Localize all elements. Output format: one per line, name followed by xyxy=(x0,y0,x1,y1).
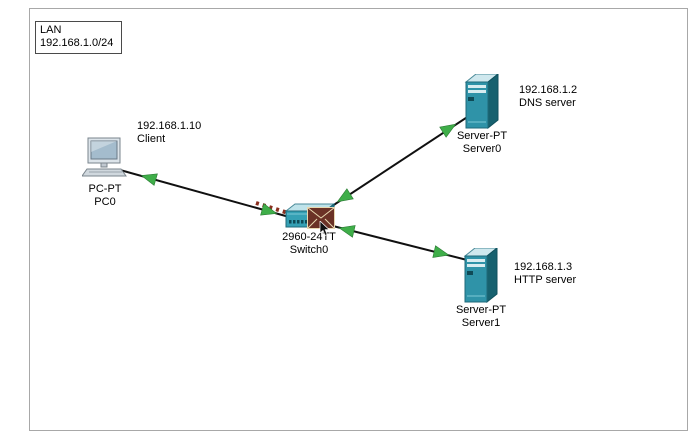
device-model-label: Server-PT xyxy=(456,130,508,142)
pdu-envelope-icon[interactable] xyxy=(307,207,335,229)
device-model-label: 2960-24TT xyxy=(282,231,336,243)
pc0-ip: 192.168.1.10 xyxy=(137,120,202,132)
lan-annotation[interactable]: LAN 192.168.1.0/24 xyxy=(35,21,123,54)
link-status-up-icon xyxy=(260,203,278,216)
link-status-up-icon xyxy=(439,123,457,138)
server0-ip: 192.168.1.2 xyxy=(519,84,578,96)
link-status-up-icon xyxy=(140,173,158,186)
server0-role: DNS server xyxy=(519,97,576,109)
device-server1[interactable]: Server-PT Server1 xyxy=(456,246,506,329)
device-server0[interactable]: Server-PT Server0 xyxy=(457,72,507,155)
lan-subnet: 192.168.1.0/24 xyxy=(40,37,114,49)
device-name-label: Server1 xyxy=(461,317,501,329)
server1-annotation[interactable]: 192.168.1.3 HTTP server xyxy=(514,261,576,287)
server1-ip: 192.168.1.3 xyxy=(514,261,573,273)
server-icon xyxy=(463,246,499,304)
mouse-cursor-icon xyxy=(319,221,330,236)
workspace-border xyxy=(29,8,688,431)
server-icon xyxy=(464,72,500,130)
link-status-up-icon xyxy=(336,188,354,203)
device-model-label: Server-PT xyxy=(455,304,507,316)
device-name-label: Server0 xyxy=(462,143,502,155)
server1-role: HTTP server xyxy=(514,274,577,286)
server0-annotation[interactable]: 192.168.1.2 DNS server xyxy=(519,84,577,110)
pc-icon xyxy=(81,137,127,177)
link-status-up-icon xyxy=(338,225,356,238)
lan-title: LAN xyxy=(40,24,62,36)
device-pc0[interactable]: PC-PT PC0 xyxy=(81,136,128,208)
pc0-role: Client xyxy=(137,133,166,145)
device-model-label: PC-PT xyxy=(88,183,122,195)
device-name-label: PC0 xyxy=(94,196,116,208)
link-status-up-icon xyxy=(432,245,450,258)
device-name-label: Switch0 xyxy=(289,244,329,256)
pc0-annotation[interactable]: 192.168.1.10 Client xyxy=(137,120,201,146)
